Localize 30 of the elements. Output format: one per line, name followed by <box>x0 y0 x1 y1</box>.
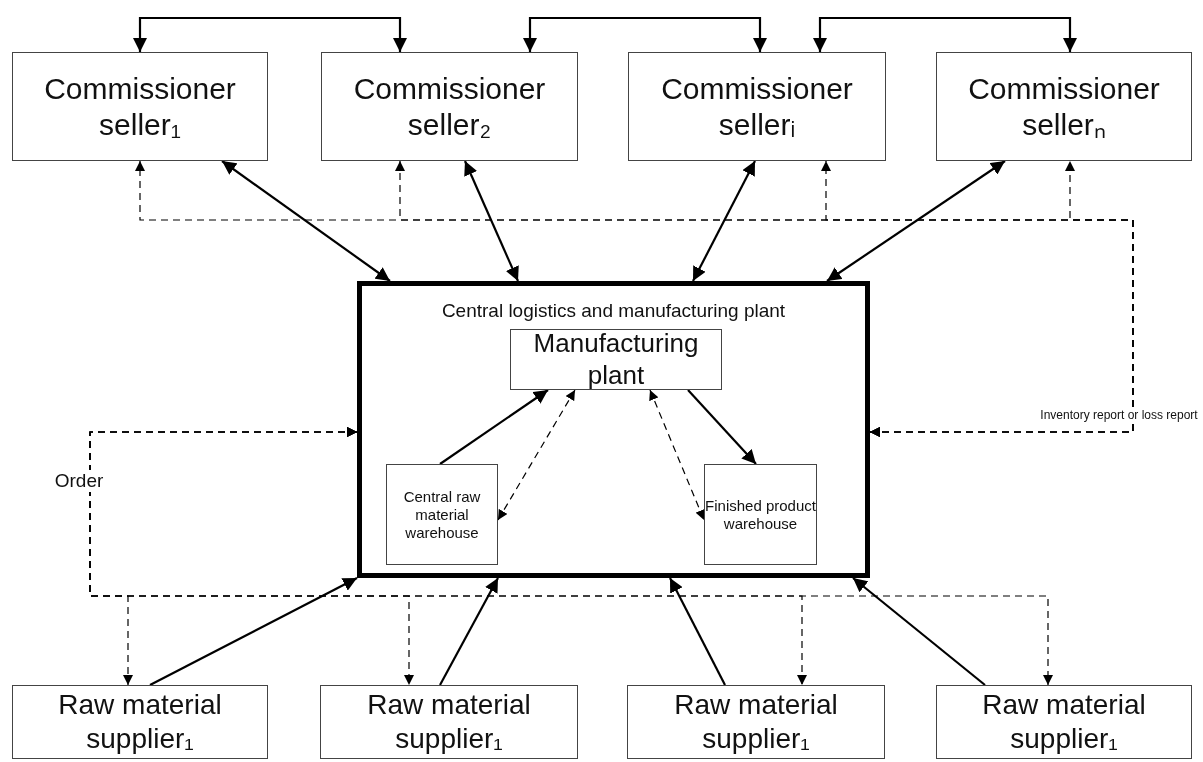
seller-box: Commissioner sellerₙ <box>936 52 1192 161</box>
seller-box: Commissioner sellerᵢ <box>628 52 886 161</box>
seller-box: Commissioner seller₂ <box>321 52 578 161</box>
arrow <box>813 16 1077 52</box>
arrow <box>439 389 549 465</box>
frame-title: Central logistics and manufacturing plant <box>440 300 787 323</box>
arrow <box>221 160 391 282</box>
process-box: Manufacturing plant <box>510 329 722 390</box>
arrow <box>692 160 756 282</box>
arrow <box>687 389 757 465</box>
plant-frame <box>357 281 870 578</box>
supplier-box: Raw material supplier₁ <box>12 685 268 759</box>
arrow <box>649 389 705 521</box>
arrow <box>523 16 767 52</box>
warehouse-box: Central raw material warehouse <box>386 464 498 565</box>
arrow <box>852 577 986 686</box>
supplier-box: Raw material supplier₁ <box>936 685 1192 759</box>
arrow <box>464 160 519 282</box>
arrow <box>149 577 358 686</box>
warehouse-box: Finished product warehouse <box>704 464 817 565</box>
supplier-box: Raw material supplier₁ <box>320 685 578 759</box>
arrow <box>133 16 407 52</box>
arrow <box>135 160 1134 437</box>
arrow <box>669 577 726 686</box>
arrow <box>439 577 499 686</box>
supplier-box: Raw material supplier₁ <box>627 685 885 759</box>
arrow <box>89 427 1053 686</box>
arrow <box>826 160 1006 282</box>
arrow <box>497 389 576 521</box>
seller-box: Commissioner seller₁ <box>12 52 268 161</box>
